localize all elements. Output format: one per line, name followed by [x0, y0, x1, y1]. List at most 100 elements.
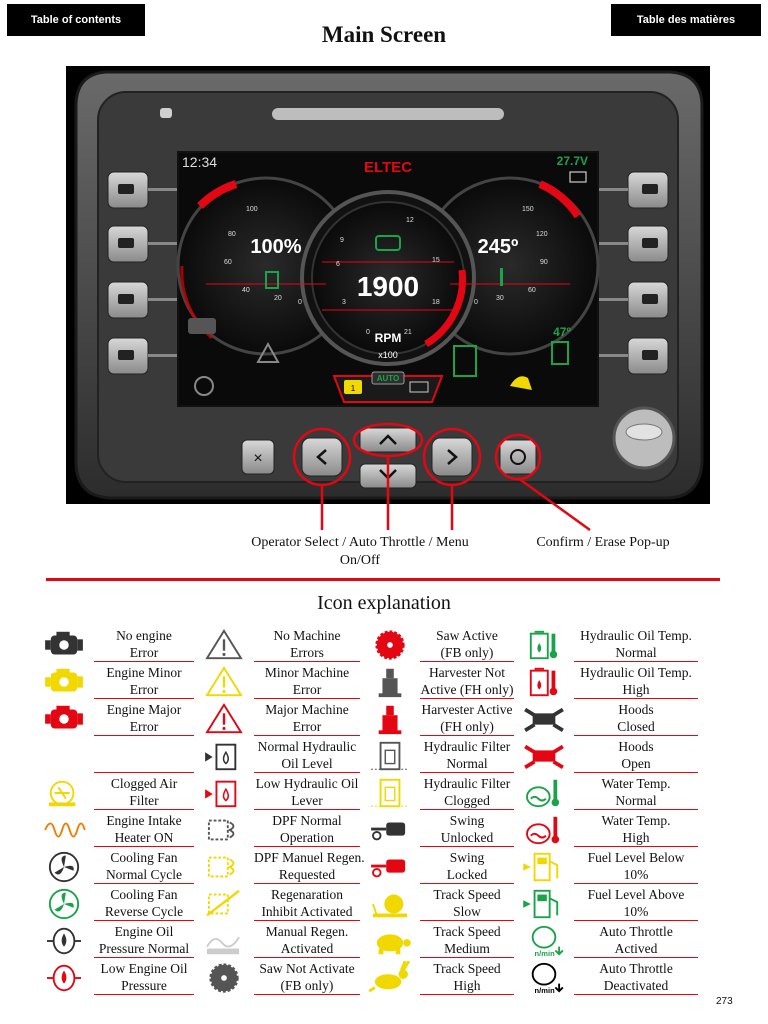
- legend-item: [40, 737, 200, 774]
- gear-number: 1: [351, 384, 356, 393]
- battery-icon: [569, 171, 587, 183]
- clock-readout: 12:34: [182, 154, 217, 170]
- legend-item: Manual Regen.Activated: [200, 922, 366, 959]
- legend-item: Harvester Active(FH only): [366, 700, 520, 737]
- rpm-label: RPM: [375, 331, 402, 345]
- menu-indicator-icon: [409, 381, 429, 393]
- chevron-right-icon: [447, 449, 458, 465]
- light-sensor: [272, 108, 504, 120]
- fuel-icon: [520, 887, 570, 921]
- engine-status-icon: [375, 235, 401, 251]
- svg-text:80: 80: [228, 231, 236, 238]
- hyd-filter-icon: [366, 739, 416, 773]
- rpm-multiplier: x100: [378, 350, 398, 360]
- svg-text:21: 21: [404, 329, 412, 336]
- legend-label: Hydraulic Oil Temp.High: [574, 663, 698, 699]
- warning-icon: [200, 665, 250, 699]
- auto-throttle-icon: n/min: [520, 924, 570, 958]
- fan-icon: [40, 887, 90, 921]
- table-des-matieres-button[interactable]: Table des matières: [611, 4, 761, 36]
- rabbit-icon: [366, 960, 416, 995]
- right-gauge-ticks: 150 120 90 60 30 0: [474, 206, 548, 306]
- snail-icon: [366, 887, 416, 921]
- engine-error-icon: [188, 318, 216, 334]
- legend-label: Manual Regen.Activated: [254, 922, 360, 958]
- legend-label: Saw Not Activate(FB only): [254, 959, 360, 995]
- harvester-icon: [366, 665, 416, 699]
- machine-warning-icon: [256, 341, 280, 363]
- legend-item: Hydraulic Oil Temp.High: [520, 663, 704, 700]
- close-icon: ×: [253, 450, 262, 467]
- fan-status-icon: [194, 376, 214, 396]
- legend-label: [94, 737, 194, 773]
- svg-text:9: 9: [340, 237, 344, 244]
- svg-text:90: 90: [540, 259, 548, 266]
- temperature-readout: 245º: [478, 236, 519, 258]
- svg-text:18: 18: [432, 299, 440, 306]
- warning-icon: [200, 628, 250, 662]
- hoods-icon: [520, 739, 570, 773]
- right-soft-buttons: [598, 171, 669, 375]
- harvester-icon: [366, 702, 416, 736]
- legend-label: Saw Active(FB only): [420, 626, 514, 662]
- table-of-contents-button[interactable]: Table of contents: [7, 4, 145, 36]
- fuel-status-icon: [265, 271, 279, 289]
- legend-item: Water Temp.High: [520, 811, 704, 848]
- hoods-icon: [520, 702, 570, 736]
- saw-icon: [366, 628, 416, 662]
- gear-indicator: [344, 380, 362, 394]
- hyd-level-icon: [200, 776, 250, 810]
- legend-item: Saw Not Activate(FB only): [200, 959, 366, 996]
- dpf-icon: [200, 850, 250, 884]
- fan-icon: [40, 850, 90, 884]
- svg-text:0: 0: [474, 299, 478, 306]
- legend-label: Water Temp.Normal: [574, 774, 698, 810]
- warning-icon: [200, 702, 250, 736]
- turtle-icon: [366, 924, 416, 958]
- display-device-graphic: ELTEC 12:34 27.7V 100% 245º 1900 RPM x10…: [74, 70, 704, 500]
- rabbit-status-icon: [510, 376, 532, 390]
- hyd-temp-icon: [520, 628, 570, 662]
- engine-icon: [40, 665, 90, 699]
- legend-item: Water Temp.Normal: [520, 774, 704, 811]
- swing-icon: [366, 850, 416, 884]
- hyd-temp-readout: 47º: [553, 325, 571, 339]
- svg-text:100: 100: [246, 206, 258, 213]
